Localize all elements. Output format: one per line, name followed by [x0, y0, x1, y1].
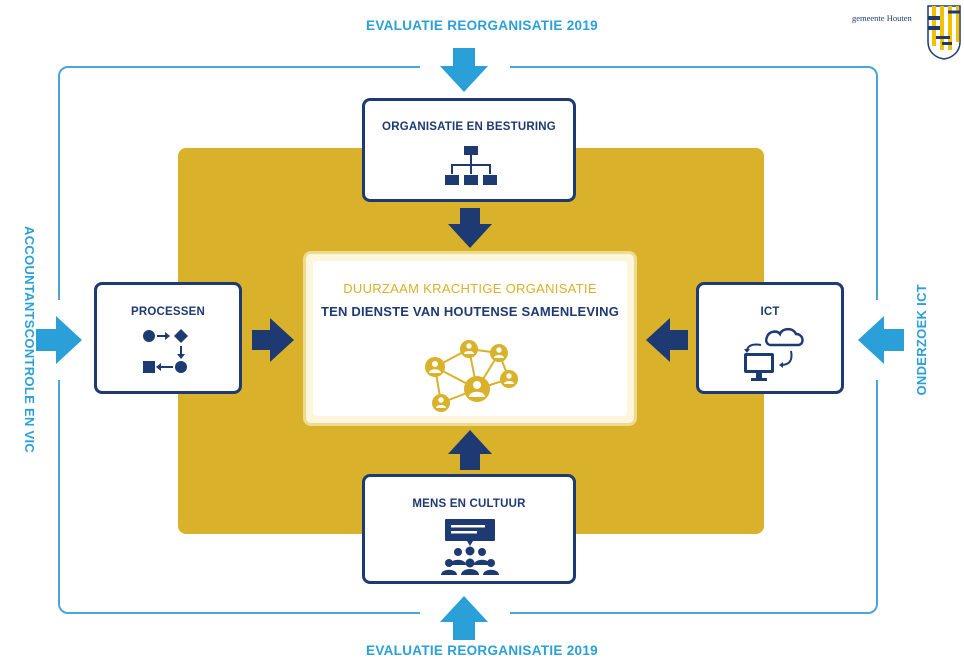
center-title-line1: DUURZAAM KRACHTIGE ORGANISATIE [343, 281, 597, 296]
box-mens-cultuur-title: MENS EN CULTUUR [412, 498, 526, 510]
box-processen: PROCESSEN [94, 282, 242, 394]
center-panel-inner: DUURZAAM KRACHTIGE ORGANISATIE TEN DIENS… [313, 261, 627, 416]
box-ict: ICT [696, 282, 844, 394]
arrow-bottom-icon [440, 596, 488, 640]
arrow-right-icon [858, 316, 904, 364]
label-top: EVALUATIE REORGANISATIE 2019 [366, 18, 598, 33]
label-bottom: EVALUATIE REORGANISATIE 2019 [366, 643, 598, 658]
cloud-computer-icon [744, 327, 804, 381]
center-panel: DUURZAAM KRACHTIGE ORGANISATIE TEN DIENS… [303, 251, 637, 426]
box-processen-title: PROCESSEN [130, 306, 205, 318]
team-presentation-icon [441, 519, 499, 575]
center-title-line2: TEN DIENSTE VAN HOUTENSE SAMENLEVING [320, 304, 620, 319]
arrow-left-icon [36, 316, 82, 364]
municipal-crest-icon [927, 5, 961, 60]
process-flow-icon [143, 329, 188, 373]
box-mens-cultuur: MENS EN CULTUUR [362, 474, 576, 584]
arrow-inner-top-icon [448, 208, 492, 248]
label-left: ACCOUNTANTSCONTROLE EN VIC [22, 226, 37, 454]
arrow-inner-left-icon [252, 318, 294, 362]
org-chart-icon [445, 146, 497, 185]
arrow-top-icon [440, 48, 488, 92]
box-ict-title: ICT [760, 306, 780, 318]
box-organisatie: ORGANISATIE EN BESTURING [362, 98, 576, 202]
arrow-inner-bottom-icon [448, 430, 492, 470]
arrow-inner-right-icon [646, 318, 688, 362]
network-people-icon [425, 340, 518, 412]
logo-text: gemeente Houten [852, 13, 912, 23]
label-right: ONDERZOEK ICT [914, 284, 929, 396]
box-organisatie-title: ORGANISATIE EN BESTURING [382, 121, 556, 133]
